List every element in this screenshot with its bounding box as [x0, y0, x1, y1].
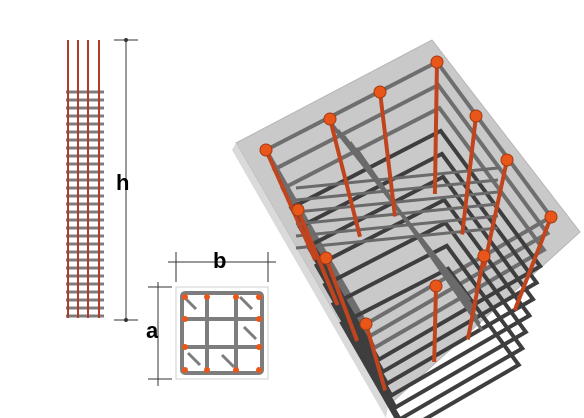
cage-longitudinal-bar	[465, 255, 486, 340]
section-bar	[204, 294, 210, 300]
cage-longitudinal-bar	[328, 118, 362, 238]
cage-bar-end	[259, 143, 273, 157]
section-hook	[242, 325, 258, 341]
section-bar	[182, 367, 188, 373]
cage-longitudinal-bar	[432, 61, 439, 195]
cage-inner-tie	[354, 147, 484, 331]
cage-stirrup-ring	[305, 174, 536, 387]
cage-inner-tie	[295, 166, 499, 190]
cage-longitudinal-bar	[264, 149, 318, 261]
section-hook	[220, 353, 236, 369]
cage-bar-end	[319, 251, 333, 265]
cage-bar-end	[291, 203, 305, 217]
cage-bar-end	[500, 153, 514, 167]
cage-longitudinal-bar	[364, 323, 388, 392]
cage-inner-tie	[295, 178, 499, 202]
cage-bar-end	[359, 317, 373, 331]
section-bar	[182, 294, 188, 300]
cage-stirrup-ring	[322, 220, 529, 411]
section-bar	[182, 316, 188, 322]
cage-longitudinal-bar	[432, 285, 438, 363]
height-dimension-dot	[124, 318, 128, 322]
cage-inner-tie	[295, 190, 499, 214]
section-hook	[238, 295, 254, 311]
cage-longitudinal-bar	[378, 91, 397, 217]
cage-stirrup-ring	[280, 105, 547, 351]
height-label: h	[116, 170, 130, 195]
cage-bar-end	[429, 279, 443, 293]
section-bar	[233, 367, 239, 373]
section-bar	[256, 316, 262, 322]
cage-stirrup-ring	[339, 266, 522, 418]
cage-bar-end	[373, 85, 387, 99]
cage-stirrup-ring	[313, 197, 533, 399]
section-bar	[256, 367, 262, 373]
width-label: b	[213, 248, 227, 273]
cage-bar-end	[544, 210, 558, 224]
section-bar	[204, 367, 210, 373]
section-hook	[184, 297, 198, 311]
cage-longitudinal-bar	[481, 159, 509, 268]
section-bar	[256, 294, 262, 300]
section-bar	[256, 344, 262, 350]
section-outer-hoop	[180, 291, 264, 375]
cage-bar-end	[477, 249, 491, 263]
cage-longitudinal-bar	[296, 209, 340, 306]
height-dimension-dot	[124, 38, 128, 42]
section-hook	[186, 351, 202, 367]
cage-bar-end	[469, 109, 483, 123]
cage-longitudinal-bar	[512, 216, 553, 311]
cage-bar-end	[323, 112, 337, 126]
section-bar	[233, 294, 239, 300]
cage-stirrup-ring	[288, 128, 544, 363]
cage-bar-end	[430, 55, 444, 69]
cage-longitudinal-bar	[324, 257, 360, 342]
section-bar	[182, 344, 188, 350]
cage-longitudinal-bar	[460, 115, 478, 235]
concrete-block-side	[232, 143, 388, 418]
depth-label: a	[146, 318, 159, 343]
cage-stirrup-ring	[330, 243, 526, 418]
